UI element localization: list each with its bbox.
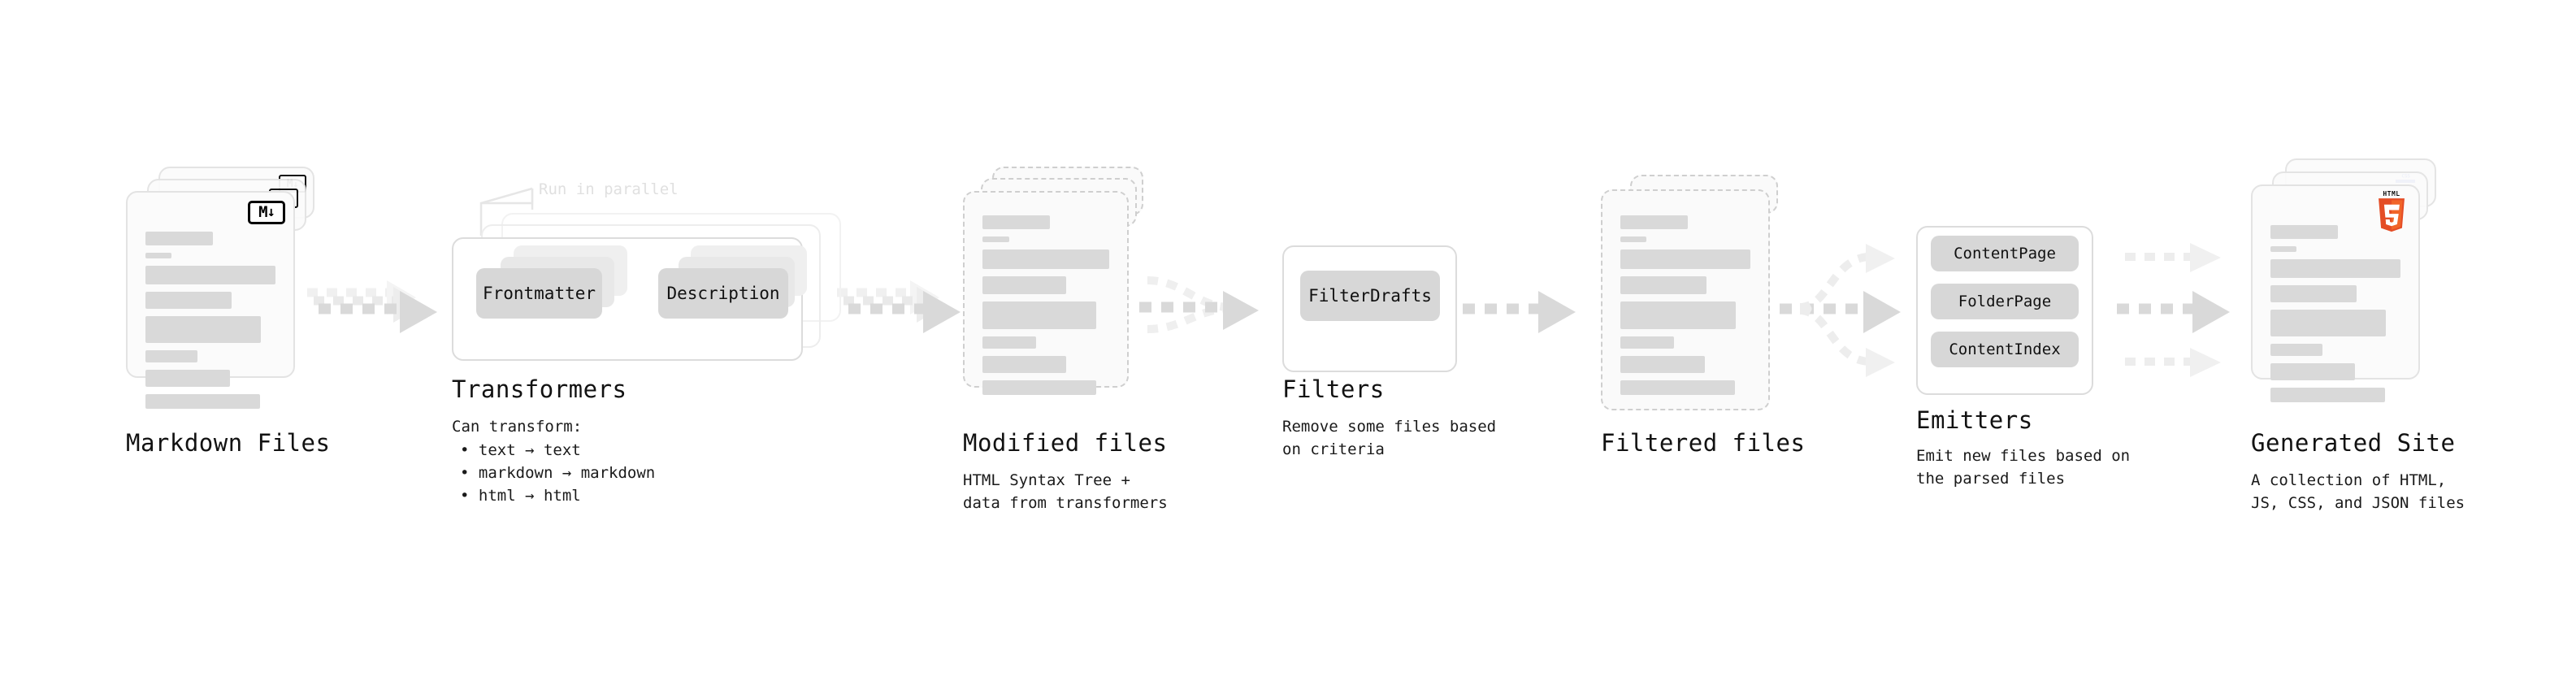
doc-line xyxy=(145,394,260,409)
doc-line xyxy=(2270,225,2339,239)
doc-line xyxy=(2270,363,2355,380)
arrow-md-to-transformers xyxy=(307,280,437,333)
transformer-chip-frontmatter[interactable]: Frontmatter xyxy=(476,268,602,319)
doc-line xyxy=(1620,236,1646,242)
doc-line xyxy=(982,215,1050,229)
doc-line xyxy=(1620,380,1735,395)
arrow-emitters-to-site xyxy=(2117,243,2230,377)
doc-line xyxy=(982,380,1097,395)
doc-line xyxy=(1620,249,1750,269)
doc-line xyxy=(982,276,1066,294)
doc-line xyxy=(145,232,214,245)
transformers-bullets: • text → text • markdown → markdown • ht… xyxy=(460,439,655,507)
site-doc-front: HTML xyxy=(2251,184,2420,402)
html5-icon-wordmark: HTML xyxy=(2383,190,2400,197)
doc-line xyxy=(145,370,230,387)
modified-doc-front xyxy=(963,191,1129,395)
arrow-filters-to-filtered xyxy=(1463,291,1576,333)
doc-line xyxy=(982,236,1009,242)
doc-line xyxy=(1620,356,1705,373)
filter-chip-filterdrafts[interactable]: FilterDrafts xyxy=(1300,271,1440,321)
transformers-bullet-2: • html → html xyxy=(460,487,581,505)
modified-files-stack xyxy=(963,167,1158,419)
emitter-chip-contentindex[interactable]: ContentIndex xyxy=(1931,332,2079,367)
markdown-icon-letter: M xyxy=(258,203,267,221)
doc-line xyxy=(145,316,262,343)
markdown-files-stack: M↓ M↓ M↓ xyxy=(126,167,321,419)
emitters-title: Emitters xyxy=(1916,406,2033,434)
html5-icon: HTML xyxy=(2373,191,2410,232)
transformers-title: Transformers xyxy=(452,375,627,403)
doc-line xyxy=(2270,246,2296,252)
doc-line xyxy=(1620,276,1706,294)
filtered-files-stack xyxy=(1601,175,1796,427)
transformers-subtitle: Can transform: xyxy=(452,418,583,436)
doc-line xyxy=(1620,336,1674,349)
doc-line xyxy=(145,292,232,309)
markdown-files-title: Markdown Files xyxy=(126,429,331,457)
filtered-doc-lines xyxy=(1620,215,1750,402)
transformers-bullet-1: • markdown → markdown xyxy=(460,464,656,483)
doc-line xyxy=(145,350,197,362)
doc-line xyxy=(982,356,1066,373)
modified-doc-lines xyxy=(982,215,1109,402)
arrow-transformers-to-modified xyxy=(837,280,961,333)
generated-site-stack: CSS HTML xyxy=(2251,158,2454,419)
markdown-doc-lines xyxy=(145,232,275,416)
doc-line xyxy=(982,249,1109,269)
doc-line xyxy=(2270,388,2385,402)
arrow-filtered-to-emitters xyxy=(1780,244,1901,377)
transformers-bullet-0: • text → text xyxy=(460,441,581,459)
doc-line xyxy=(145,266,275,284)
doc-line xyxy=(2270,285,2357,302)
markdown-icon: M↓ xyxy=(248,201,285,224)
doc-line xyxy=(982,301,1097,329)
generated-site-subtitle: A collection of HTML, JS, CSS, and JSON … xyxy=(2251,471,2465,512)
generated-site-title: Generated Site xyxy=(2251,429,2456,457)
transformer-chip-description[interactable]: Description xyxy=(658,268,788,319)
doc-line xyxy=(145,253,171,258)
filters-title: Filters xyxy=(1282,375,1385,403)
emitters-subtitle: Emit new files based on the parsed files xyxy=(1916,447,2131,488)
markdown-doc-front: M↓ xyxy=(126,191,295,409)
filters-subtitle: Remove some files based on criteria xyxy=(1282,418,1497,458)
site-doc-lines xyxy=(2270,225,2400,410)
modified-files-subtitle: HTML Syntax Tree + data from transformer… xyxy=(963,471,1168,512)
doc-line xyxy=(2270,259,2400,278)
filtered-files-title: Filtered files xyxy=(1601,429,1806,457)
run-in-parallel-label: Run in parallel xyxy=(539,180,679,198)
html5-shield xyxy=(2379,198,2405,232)
doc-line xyxy=(2270,310,2387,336)
markdown-icon-arrow: ↓ xyxy=(267,204,275,220)
emitter-chip-folderpage[interactable]: FolderPage xyxy=(1931,284,2079,319)
modified-files-title: Modified files xyxy=(963,429,1168,457)
doc-line xyxy=(2270,344,2322,356)
filtered-doc-front xyxy=(1601,189,1770,410)
doc-line xyxy=(1620,301,1737,329)
doc-line xyxy=(1620,215,1689,229)
emitter-chip-contentpage[interactable]: ContentPage xyxy=(1931,236,2079,271)
doc-line xyxy=(982,336,1036,349)
